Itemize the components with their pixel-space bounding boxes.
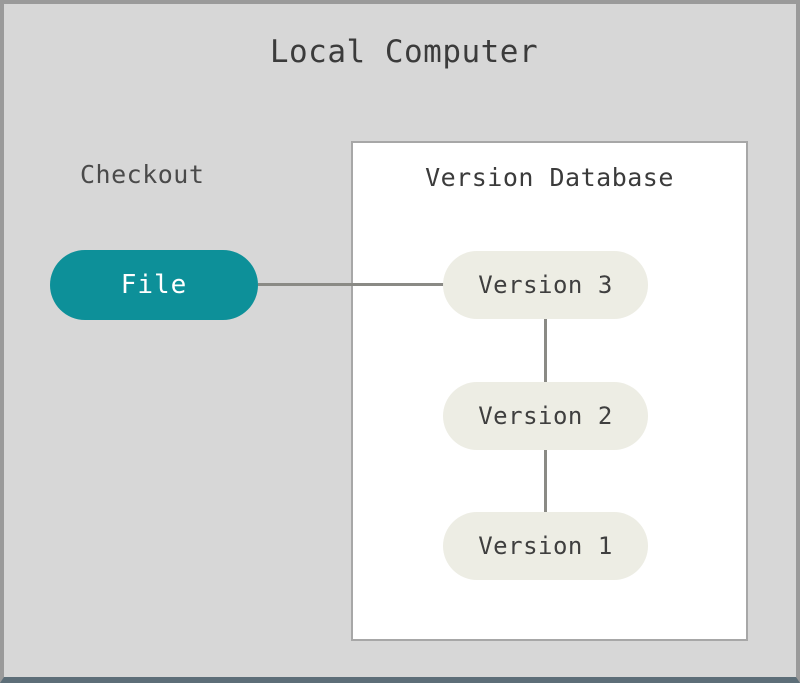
diagram-title: Local Computer — [269, 34, 539, 70]
file-node-label: File — [120, 270, 188, 300]
connector-version-3-to-version-2 — [544, 319, 547, 382]
version-node-3[interactable]: Version 3 — [443, 251, 648, 319]
connector-version-2-to-version-1 — [544, 450, 547, 512]
version-node-label: Version 1 — [478, 532, 613, 560]
version-node-label: Version 3 — [478, 271, 613, 299]
file-node[interactable]: File — [50, 250, 258, 320]
version-node-2[interactable]: Version 2 — [443, 382, 648, 450]
version-node-label: Version 2 — [478, 402, 613, 430]
version-node-1[interactable]: Version 1 — [443, 512, 648, 580]
version-database-title: Version Database — [425, 163, 674, 192]
connector-file-to-version-3 — [258, 283, 444, 286]
checkout-label: Checkout — [80, 160, 205, 189]
